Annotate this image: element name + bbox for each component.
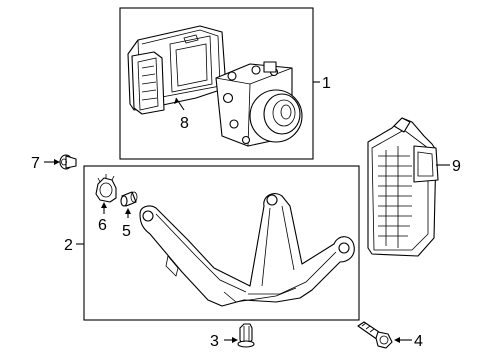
hydraulic-unit[interactable] xyxy=(215,61,303,147)
flange-bolt-part-3[interactable] xyxy=(237,323,255,348)
callout-7: 7 xyxy=(31,155,40,172)
abs-control-module-part-8[interactable] xyxy=(127,25,227,115)
mounting-bracket[interactable] xyxy=(139,193,355,307)
callout-9: 9 xyxy=(452,158,461,175)
callout-5: 5 xyxy=(122,223,131,240)
bolt-part-7[interactable] xyxy=(59,154,77,170)
callout-2: 2 xyxy=(64,237,73,254)
callout-8: 8 xyxy=(180,115,189,132)
long-bolt-part-4[interactable] xyxy=(357,321,393,349)
callout-3: 3 xyxy=(210,333,219,350)
assembly-box-2 xyxy=(83,165,360,321)
grommet-part-6[interactable] xyxy=(95,174,117,203)
controller-module-part-9[interactable] xyxy=(367,117,439,257)
sleeve-part-5[interactable] xyxy=(120,191,138,207)
callout-4: 4 xyxy=(414,333,423,350)
callout-1: 1 xyxy=(322,75,331,92)
assembly-box-1 xyxy=(119,7,314,160)
callout-6: 6 xyxy=(98,217,107,234)
